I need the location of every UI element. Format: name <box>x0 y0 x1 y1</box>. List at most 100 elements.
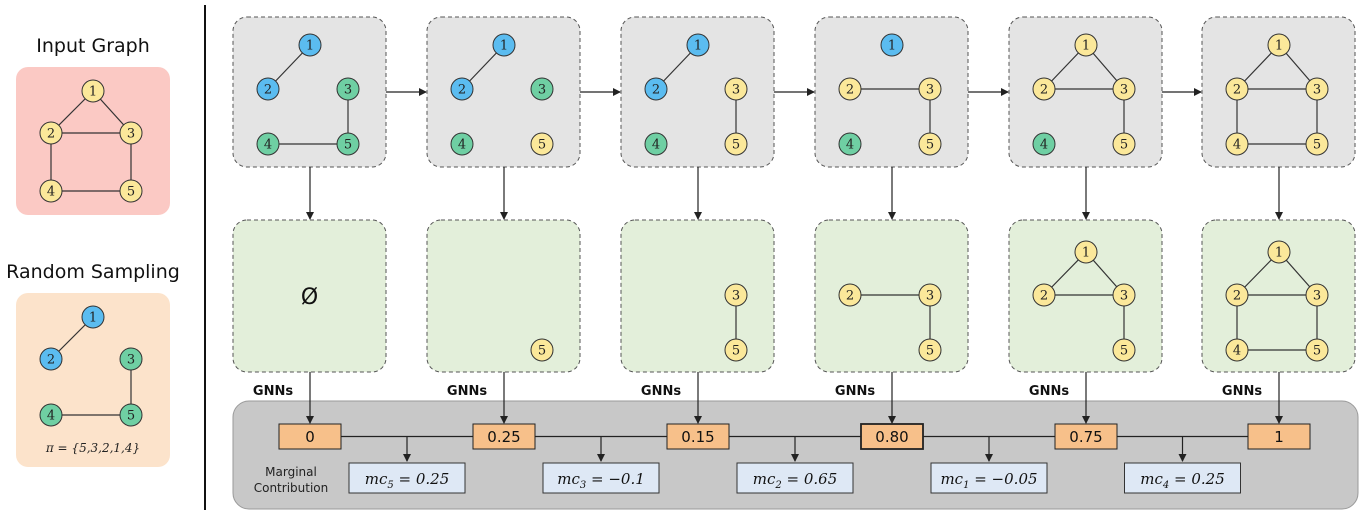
step-4-sub-node-3 <box>918 283 942 307</box>
step-6-top-node-label-2: 2 <box>1233 83 1241 98</box>
input-graph-node-2 <box>39 121 63 145</box>
step-2-top-node-label-5: 5 <box>538 138 546 153</box>
step-6-top-node-label-5: 5 <box>1313 138 1321 153</box>
subgraph-box <box>232 219 387 373</box>
marginal-contribution-box <box>348 462 466 494</box>
step-1-top-node-2 <box>256 77 280 101</box>
marginal-contribution-box <box>1124 462 1241 494</box>
step-1-top-node-1 <box>298 33 322 57</box>
prediction-score-value: 0.15 <box>681 428 714 446</box>
marginal-contribution-box <box>542 462 660 494</box>
subgraph-box <box>426 219 581 373</box>
step-3-top-node-label-1: 1 <box>694 39 702 54</box>
prediction-score-box <box>1054 423 1118 450</box>
prediction-score-box <box>666 423 730 450</box>
permutation-label: π = {5,3,2,1,4} <box>45 441 140 455</box>
step-2-sub-node-label-5: 5 <box>538 344 546 359</box>
step-5-top-node-3 <box>1112 77 1136 101</box>
step-3-top-node-3 <box>724 77 748 101</box>
step-4-top-node-label-5: 5 <box>926 138 934 153</box>
empty-set-symbol: Ø <box>301 285 318 310</box>
step-3-top-node-1 <box>686 33 710 57</box>
step-5-top-node-1 <box>1074 33 1098 57</box>
sampling-graph-node-label-2: 2 <box>47 353 55 368</box>
step-3-sub-node-3 <box>724 283 748 307</box>
step-6-top-node-5 <box>1305 132 1329 156</box>
step-3-top-node-label-3: 3 <box>732 83 740 98</box>
step-5-top-node-2 <box>1032 77 1056 101</box>
step-5-sub-node-3 <box>1112 283 1136 307</box>
step-3-sub-node-5 <box>724 338 748 362</box>
step-4-sub-node-5 <box>918 338 942 362</box>
step-4-top-node-3 <box>918 77 942 101</box>
sampling-graph-node-label-3: 3 <box>127 353 135 368</box>
step-2-top-node-2 <box>450 77 474 101</box>
step-6-top-node-label-4: 4 <box>1233 138 1241 153</box>
gnn-label: GNNs <box>835 384 875 399</box>
step-5-sub-node-label-3: 3 <box>1120 289 1128 304</box>
gnn-label: GNNs <box>447 384 487 399</box>
step-2-top-node-3 <box>530 77 554 101</box>
marginal-contribution-box <box>930 462 1048 494</box>
input-graph-node-label-3: 3 <box>127 127 135 142</box>
step-5-sub-node-label-5: 5 <box>1120 344 1128 359</box>
step-3-sub-node-label-3: 3 <box>732 289 740 304</box>
gnn-label: GNNs <box>1029 384 1069 399</box>
step-2-top-node-label-2: 2 <box>458 83 466 98</box>
step-6-top-node-4 <box>1225 132 1249 156</box>
sampling-graph-node-3 <box>119 347 143 371</box>
marginal-contribution-value: mc2 = 0.65 <box>753 470 838 491</box>
step-3-top-node-label-2: 2 <box>652 83 660 98</box>
subgraph-box <box>620 219 775 373</box>
step-1-top-node-label-3: 3 <box>344 83 352 98</box>
step-5-sub-node-5 <box>1112 338 1136 362</box>
sampling-graph-node-label-5: 5 <box>127 409 135 424</box>
gnn-label: GNNs <box>253 384 293 399</box>
marginal-contribution-box <box>736 462 854 494</box>
step-6-sub-node-1 <box>1267 240 1291 264</box>
step-5-top-node-label-4: 4 <box>1040 138 1048 153</box>
step-3-top-node-label-4: 4 <box>652 138 660 153</box>
gnn-label: GNNs <box>641 384 681 399</box>
step-4-top-node-label-2: 2 <box>846 83 854 98</box>
marginal-contribution-value: mc5 = 0.25 <box>365 470 450 491</box>
step-5-sub-node-1 <box>1074 240 1098 264</box>
step-4-top-node-label-4: 4 <box>846 138 854 153</box>
step-4-top-node-1 <box>880 33 904 57</box>
prediction-score-box <box>1247 423 1311 450</box>
step-1-top-node-label-4: 4 <box>264 138 272 153</box>
prediction-score-value: 0.75 <box>1069 428 1102 446</box>
step-1-top-node-label-2: 2 <box>264 83 272 98</box>
step-5-top-node-label-2: 2 <box>1040 83 1048 98</box>
step-5-top-node-label-5: 5 <box>1120 138 1128 153</box>
step-4-top-node-4 <box>838 132 862 156</box>
step-6-sub-node-5 <box>1305 338 1329 362</box>
step-1-top-node-label-1: 1 <box>306 39 314 54</box>
input-graph-node-4 <box>39 179 63 203</box>
marginal-label-line2: Contribution <box>254 481 329 495</box>
sampling-graph-node-label-1: 1 <box>89 311 97 326</box>
step-4-top-node-label-3: 3 <box>926 83 934 98</box>
step-2-top-node-5 <box>530 132 554 156</box>
step-6-top-node-label-1: 1 <box>1275 39 1283 54</box>
sampling-graph-node-2 <box>39 347 63 371</box>
input-graph-node-1 <box>81 79 105 103</box>
step-6-sub-node-label-5: 5 <box>1313 344 1321 359</box>
step-5-top-node-label-3: 3 <box>1120 83 1128 98</box>
input-graph-node-label-5: 5 <box>127 185 135 200</box>
input-graph-node-5 <box>119 179 143 203</box>
step-6-sub-node-label-2: 2 <box>1233 289 1241 304</box>
sampling-graph-node-5 <box>119 403 143 427</box>
step-6-sub-node-label-3: 3 <box>1313 289 1321 304</box>
step-3-sub-node-label-5: 5 <box>732 344 740 359</box>
step-4-top-node-5 <box>918 132 942 156</box>
step-6-sub-node-label-1: 1 <box>1275 246 1283 261</box>
step-6-top-node-1 <box>1267 33 1291 57</box>
